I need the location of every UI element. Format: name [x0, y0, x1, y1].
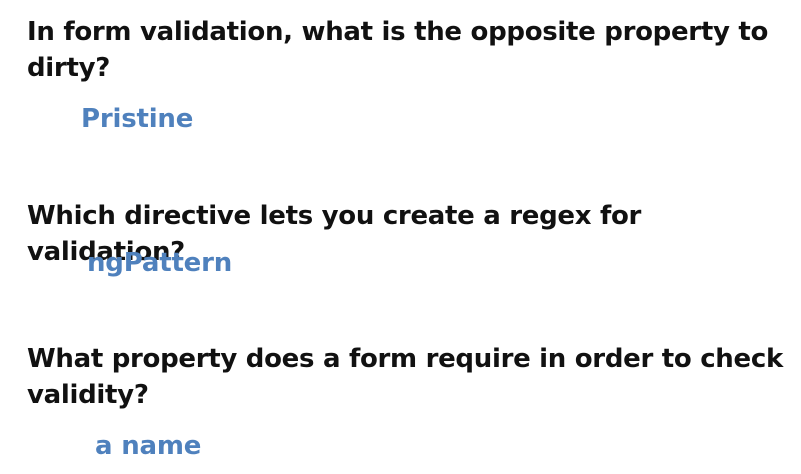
question-text: What property does a form require in ord…: [27, 344, 783, 410]
answer-text: ngPattern: [87, 248, 233, 278]
answer-text: a name: [95, 431, 202, 461]
question-text: Which directive lets you create a regex …: [27, 201, 642, 267]
answer-text: Pristine: [81, 104, 194, 134]
question-text: In form validation, what is the opposite…: [27, 17, 769, 83]
